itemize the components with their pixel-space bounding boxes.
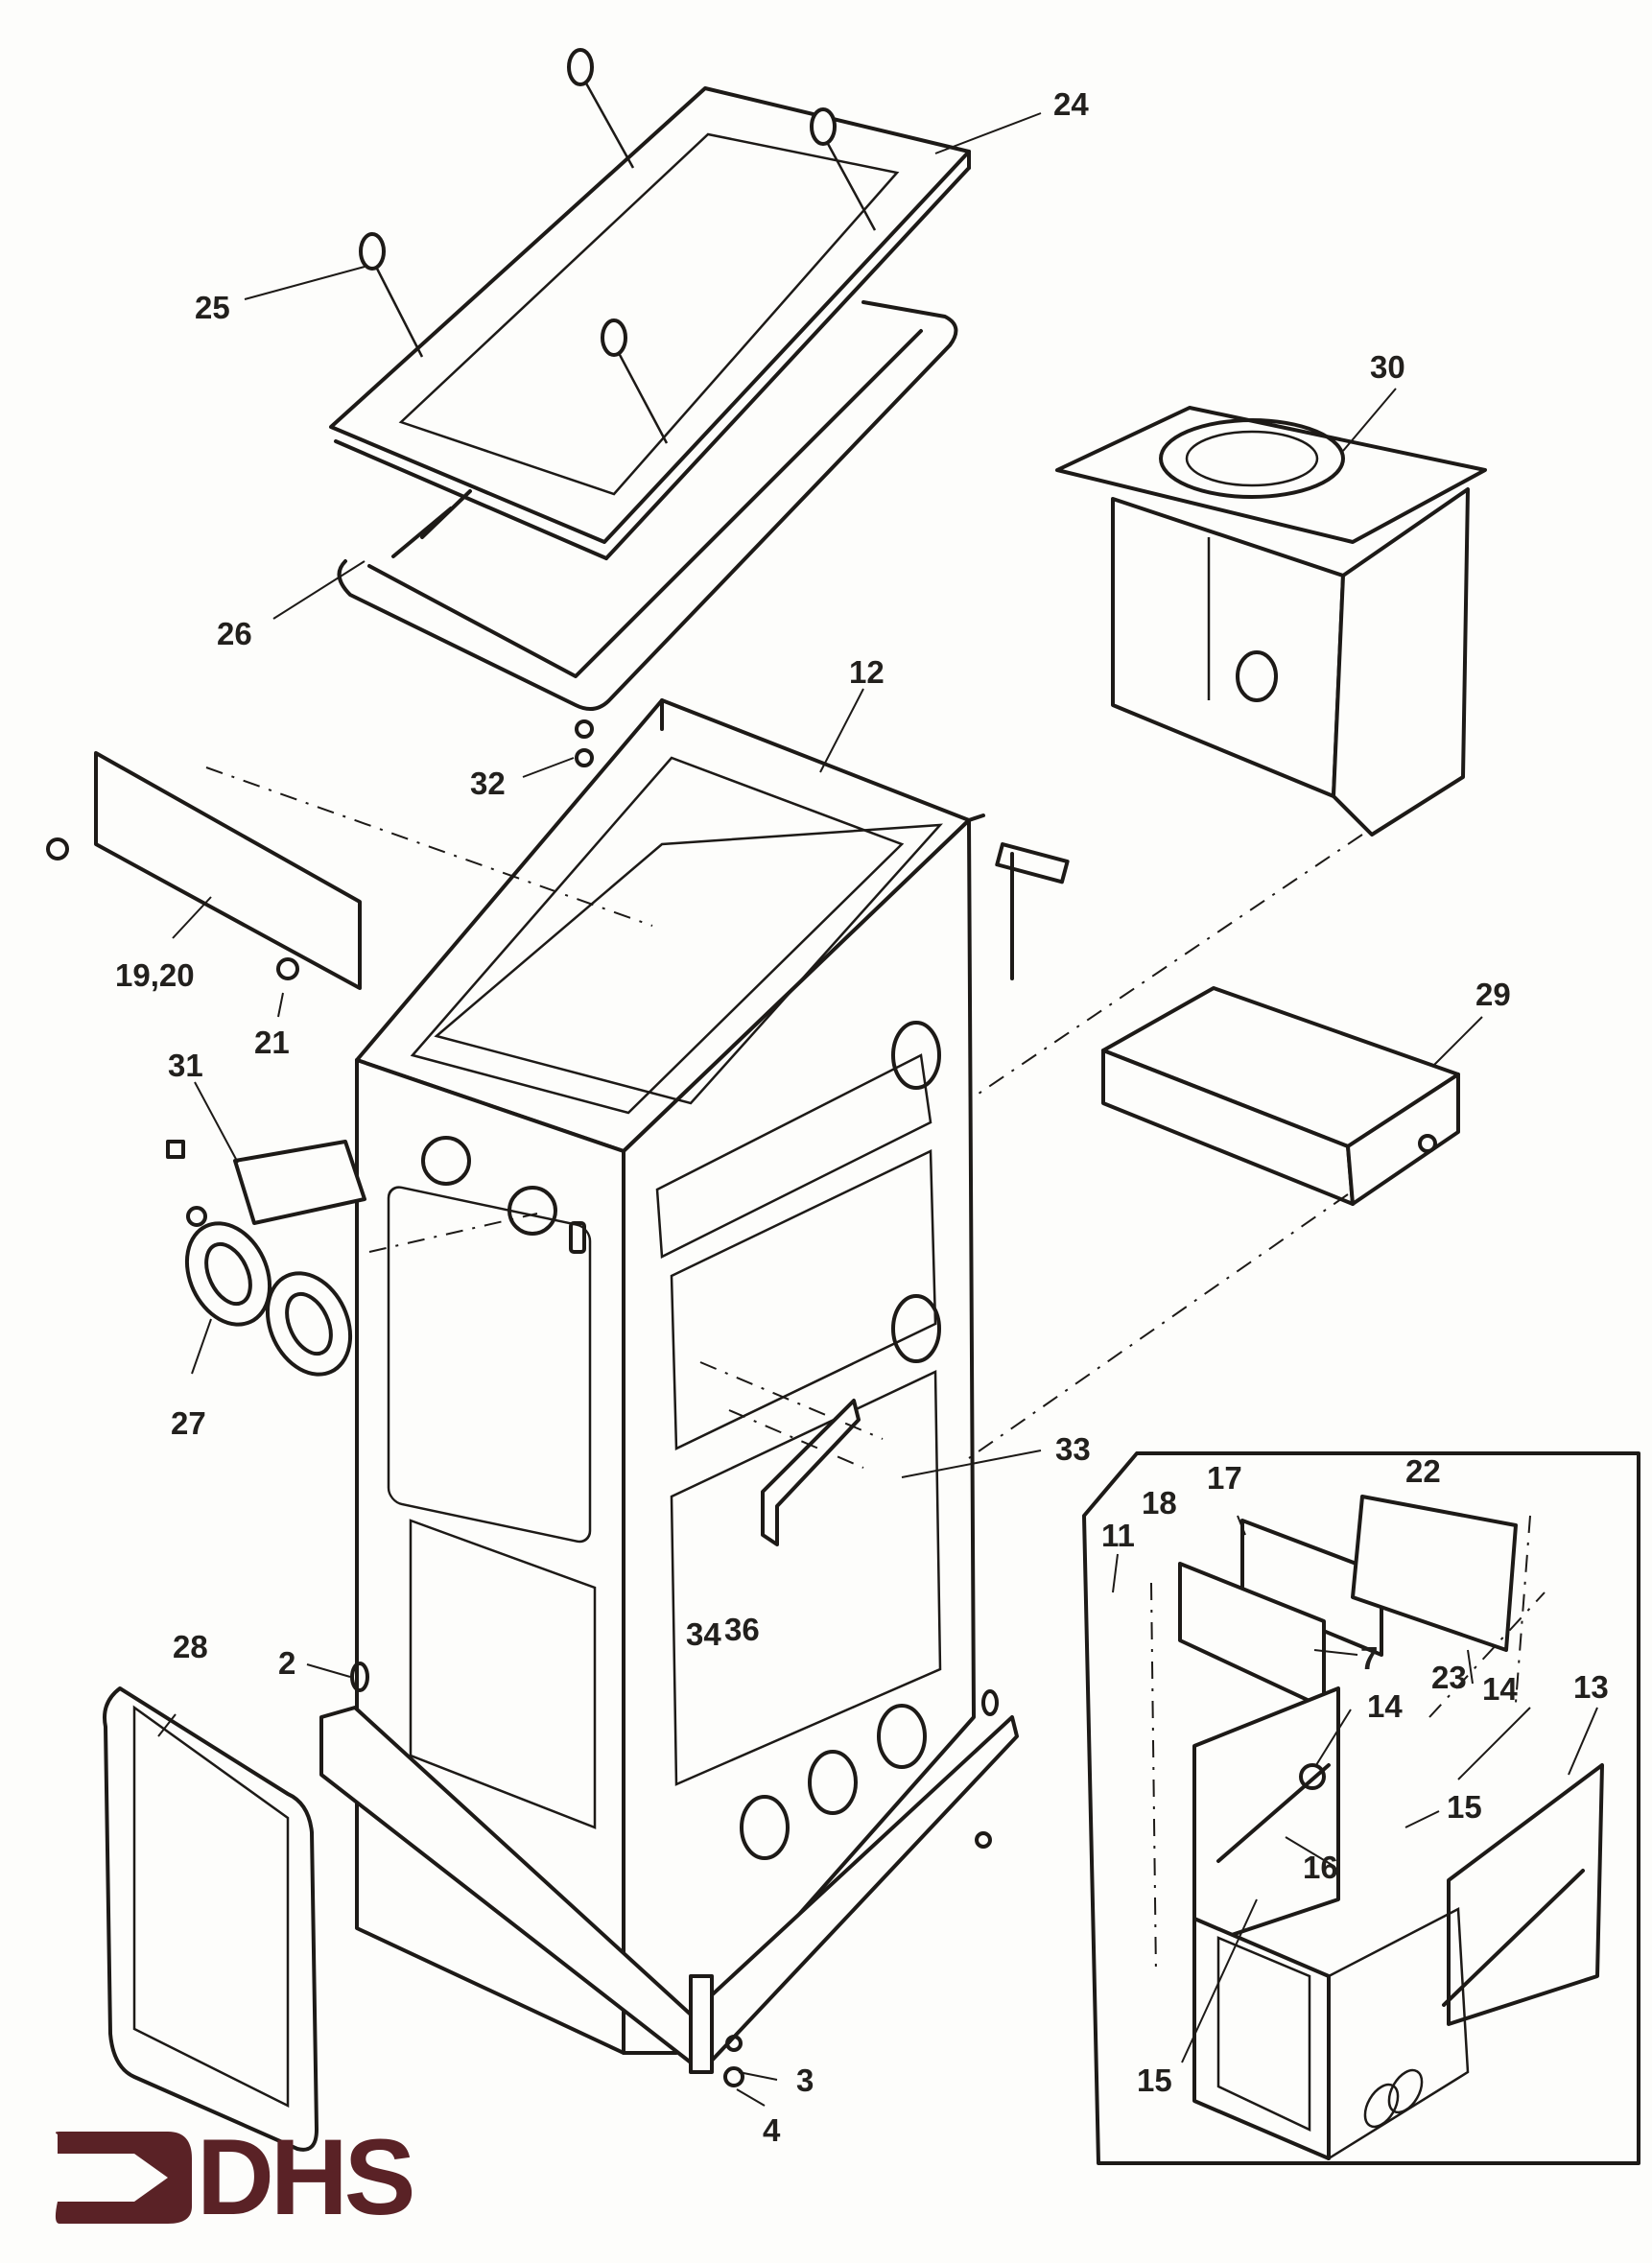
callout-27: 27 [171,1405,206,1441]
inset-detail [1082,1451,1640,2165]
fastener-3 [359,232,424,358]
lid-gasket [337,300,958,711]
top-lid [329,86,971,560]
inset-callout-7: 7 [1360,1640,1378,1676]
inset-callout-11: 11 [1101,1518,1135,1553]
base-rail [319,1706,1019,2074]
callout-31: 31 [168,1048,203,1083]
fastener-4 [601,318,669,444]
inset-callout-22: 22 [1405,1453,1441,1489]
callout-25: 25 [195,290,230,325]
main-cabinet [355,698,985,2055]
flue-box [1055,406,1487,837]
mounting-bracket [761,842,1070,1546]
callout-12: 12 [849,654,885,690]
callout-28: 28 [173,1629,208,1664]
callout-4: 4 [763,2112,781,2148]
inset-callout-13: 13 [1573,1669,1609,1705]
callout-32: 32 [470,766,506,801]
callout-33: 33 [1055,1431,1091,1467]
inset-callout-15b: 15 [1137,2063,1172,2098]
assembly-lines [205,766,1363,1469]
fastener-1 [567,48,635,169]
callout-21: 21 [254,1025,290,1060]
callout-3: 3 [796,2063,814,2098]
bracket [166,1140,366,1227]
inset-callout-17: 17 [1207,1460,1242,1496]
dhs-logo: DHS [55,2117,416,2237]
door-gasket [103,1686,319,2152]
inset-callout-14b: 14 [1482,1671,1518,1707]
callout-2: 2 [278,1645,295,1681]
lid-fasteners [359,48,877,444]
shelf-tray [1101,986,1460,1206]
callout-30: 30 [1370,349,1405,385]
callout-19-20: 19,20 [115,957,195,993]
brand-name: DHS [197,2117,413,2237]
inset-callout-23: 23 [1431,1660,1467,1695]
arrow-right-bracket-icon [55,2132,192,2224]
leader-lines [157,112,1598,2107]
inset-callout-16: 16 [1303,1850,1338,1885]
callout-36: 36 [724,1612,760,1647]
inset-callout-18: 18 [1142,1485,1177,1520]
callout-26: 26 [217,616,252,651]
callout-24: 24 [1053,86,1089,122]
grommets [184,1221,353,1377]
callout-labels: 24 25 26 30 12 32 19,20 21 29 31 27 33 3… [115,86,1609,2148]
inset-callout-15a: 15 [1447,1789,1482,1825]
inset-callout-14a: 14 [1367,1688,1403,1724]
callout-29: 29 [1475,977,1511,1012]
callout-34: 34 [686,1616,721,1652]
side-panel [46,751,362,990]
fastener-2 [810,107,877,231]
hardware [350,719,999,2087]
